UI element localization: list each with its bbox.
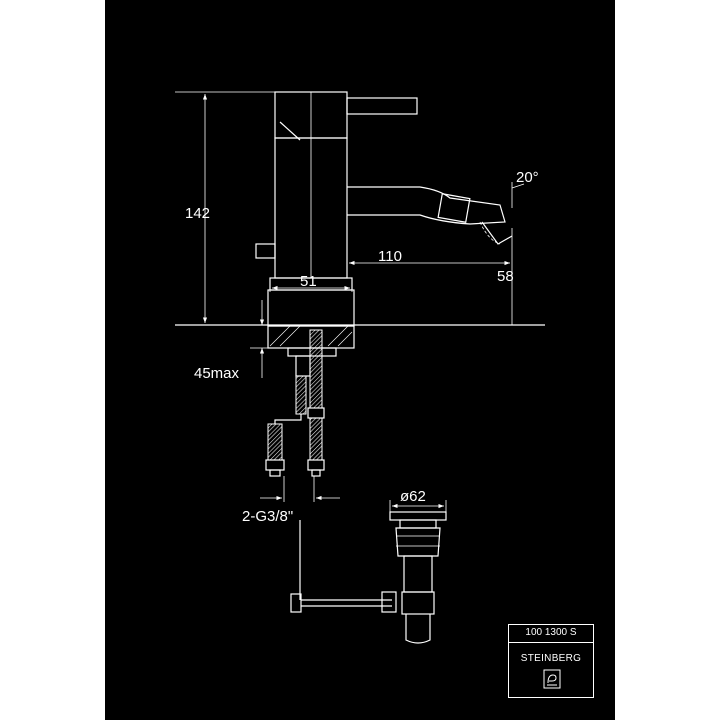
dim-spout-angle: 20° <box>516 169 539 186</box>
dim-connection: 2-G3/8" <box>242 508 293 525</box>
title-divider <box>509 642 593 643</box>
flex-hoses <box>265 329 325 477</box>
dim-waste: ø62 <box>400 488 426 505</box>
brand-name: STEINBERG <box>520 653 582 664</box>
dimension-lines <box>175 91 525 512</box>
dim-deck-thickness: 45max <box>194 365 240 382</box>
title-block: 100 1300 S STEINBERG <box>508 624 594 698</box>
brand-logo-icon <box>543 669 561 689</box>
pop-up-waste <box>290 511 447 644</box>
dim-spout-height: 58 <box>497 268 514 285</box>
dim-height: 142 <box>185 205 210 222</box>
dim-base: 51 <box>300 273 317 290</box>
dim-depth: 110 <box>378 248 402 265</box>
mixer-body <box>255 91 513 327</box>
product-code: 100 1300 S <box>525 627 577 638</box>
